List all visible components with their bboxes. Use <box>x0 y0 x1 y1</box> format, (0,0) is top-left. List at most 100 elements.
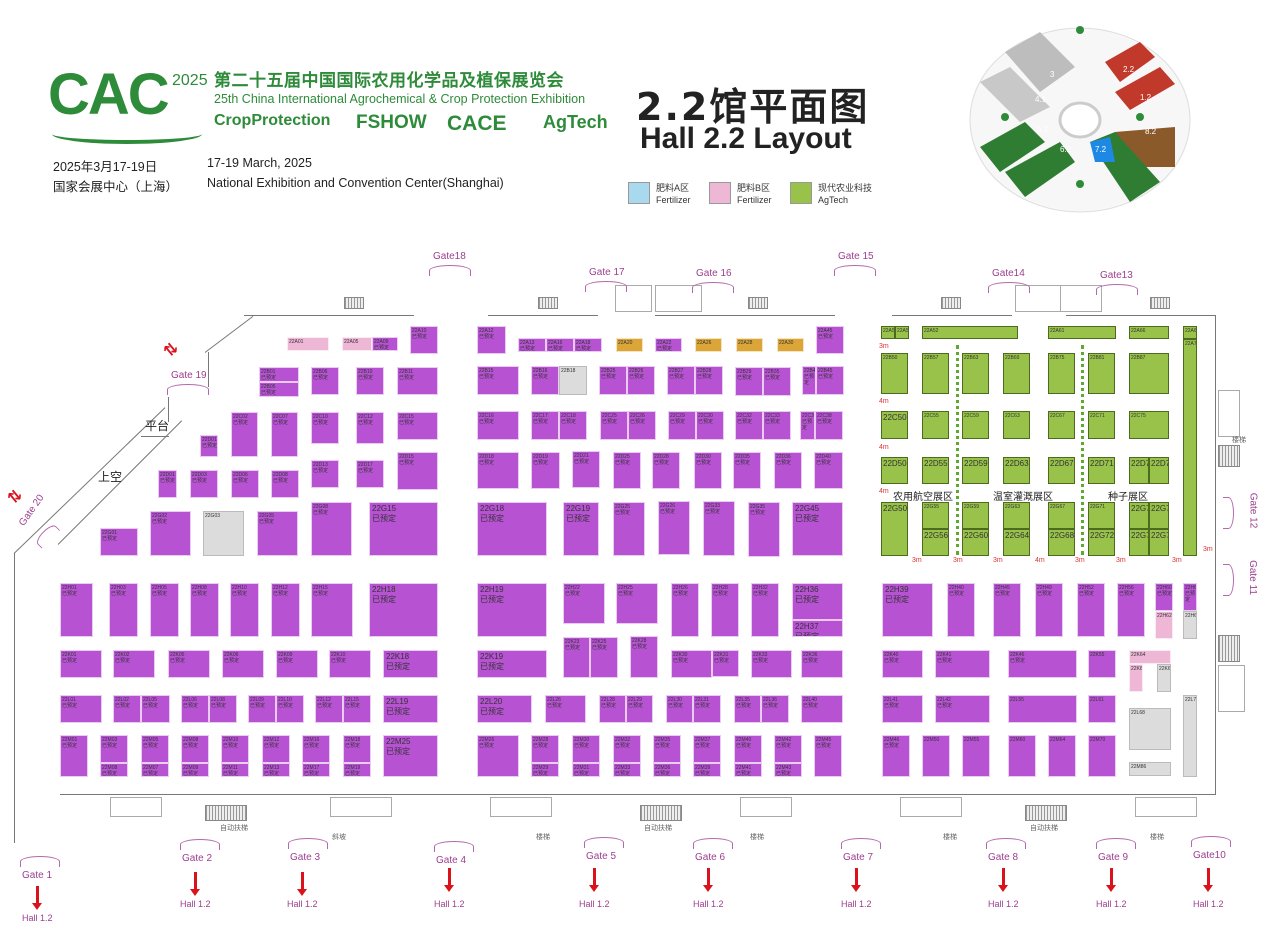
booth-22k64[interactable]: 22K64 <box>1129 650 1171 664</box>
booth-22c75[interactable]: 22C75 <box>1129 411 1169 439</box>
booth-22b44[interactable]: 22B44已预定 <box>802 366 816 395</box>
booth-22h64[interactable]: 22H64 <box>1183 611 1197 639</box>
booth-22c71[interactable]: 22C71 <box>1088 411 1115 439</box>
gate-10[interactable]: Gate10 <box>1193 850 1226 861</box>
booth-22g60[interactable]: 22G60 <box>962 529 989 556</box>
hall-link-label[interactable]: Hall 1.2 <box>287 899 318 909</box>
booth-22l61[interactable]: 22L61 <box>1088 695 1116 723</box>
booth-22a61[interactable]: 22A61 <box>1048 326 1116 339</box>
hall-link-label[interactable]: Hall 1.2 <box>988 899 1019 909</box>
booth-22c50[interactable]: 22C50 <box>881 411 908 439</box>
booth-22d67[interactable]: 22D67 <box>1048 457 1075 484</box>
booth-22g76[interactable]: 22G76 <box>1129 529 1149 556</box>
gate-6[interactable]: Gate 6 <box>695 852 726 863</box>
hall-link-label[interactable]: Hall 1.2 <box>434 899 465 909</box>
gate-13[interactable]: Gate13 <box>1100 270 1133 281</box>
booth-22d63[interactable]: 22D63 <box>1003 457 1030 484</box>
booth-22g64[interactable]: 22G64 <box>1003 529 1030 556</box>
gate-17[interactable]: Gate 17 <box>589 267 625 278</box>
gate-4[interactable]: Gate 4 <box>436 855 467 866</box>
gate-9[interactable]: Gate 9 <box>1098 852 1129 863</box>
hall-link-label[interactable]: Hall 1.2 <box>693 899 724 909</box>
booth-22g55[interactable]: 22G55 <box>922 502 949 529</box>
booth-22m55[interactable]: 22M55 <box>962 735 990 777</box>
booth-22h63[interactable]: 22H63已预定 <box>1183 583 1197 611</box>
booth-22a05[interactable]: 22A05 <box>342 337 372 351</box>
booth-22a28[interactable]: 22A28 <box>736 338 763 352</box>
booth-22a26[interactable]: 22A26 <box>695 338 722 352</box>
booth-22b18[interactable]: 22B18 <box>559 366 587 395</box>
booth-22g67[interactable]: 22G67 <box>1048 502 1075 529</box>
booth-22d71[interactable]: 22D71 <box>1088 457 1115 484</box>
booth-22a52[interactable]: 22A52 <box>922 326 1018 339</box>
gate-12[interactable]: Gate 12 <box>1247 492 1259 529</box>
gate-3[interactable]: Gate 3 <box>290 852 321 863</box>
booth-22b87[interactable]: 22B87 <box>1129 353 1169 394</box>
